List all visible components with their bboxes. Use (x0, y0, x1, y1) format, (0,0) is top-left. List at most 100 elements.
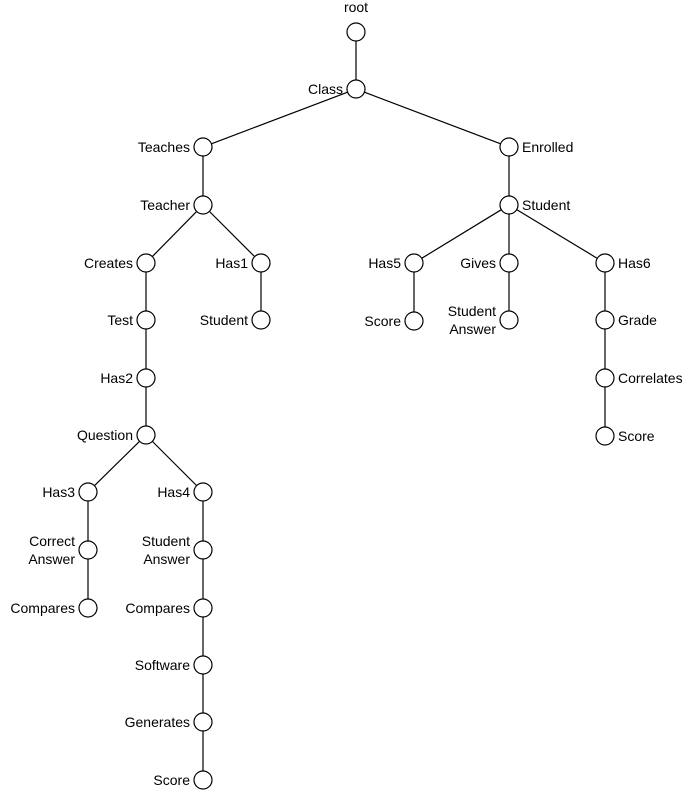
node-student_has1: Student (200, 310, 271, 330)
edges (87, 41, 606, 771)
node-label: Enrolled (522, 139, 573, 155)
node-circle (595, 310, 615, 330)
node-circle (193, 195, 213, 215)
node-label: Software (135, 657, 190, 673)
node-teaches: Teaches (138, 137, 213, 157)
node-circle (193, 482, 213, 502)
node-label: Has2 (100, 370, 133, 386)
node-circle (251, 253, 271, 273)
node-label: Question (77, 427, 133, 443)
node-compares_mid: Compares (125, 598, 213, 618)
node-label: root (344, 0, 368, 15)
node-label: Test (107, 312, 133, 328)
node-label: Has1 (215, 255, 248, 271)
node-label: Score (618, 428, 655, 444)
node-label: Has5 (368, 255, 401, 271)
node-creates: Creates (84, 253, 156, 273)
edge-student_top-to-has6 (516, 209, 598, 259)
node-class: Class (308, 79, 366, 99)
node-circle (193, 770, 213, 790)
node-gives: Gives (460, 253, 519, 273)
node-score_right: Score (595, 426, 655, 446)
node-score_bottom: Score (153, 770, 213, 790)
node-compares_left: Compares (10, 598, 98, 618)
node-enrolled: Enrolled (499, 137, 573, 157)
node-label: Correct (29, 533, 75, 549)
node-circle (404, 253, 424, 273)
node-grade: Grade (595, 310, 657, 330)
node-teacher: Teacher (140, 195, 213, 215)
node-label: Score (364, 313, 401, 329)
node-circle (595, 368, 615, 388)
node-circle (193, 712, 213, 732)
node-label: Student (142, 533, 190, 549)
edge-student_top-to-has5 (421, 209, 502, 259)
node-circle (499, 253, 519, 273)
node-has5: Has5 (368, 253, 424, 273)
edge-teacher-to-creates (151, 210, 198, 258)
node-circle (346, 22, 366, 42)
edge-class-to-enrolled (364, 91, 501, 145)
node-has2: Has2 (100, 368, 156, 388)
node-label: Generates (125, 714, 190, 730)
node-label: Answer (28, 551, 75, 567)
node-label: Student (200, 312, 248, 328)
node-label: Teacher (140, 197, 190, 213)
node-label: Student (448, 303, 496, 319)
node-label: Correlates (618, 370, 683, 386)
edge-question-to-has4 (151, 440, 198, 487)
node-circle (78, 540, 98, 560)
node-circle (136, 425, 156, 445)
node-label: Has3 (42, 484, 75, 500)
node-label: Answer (449, 321, 496, 337)
node-label: Score (153, 772, 190, 788)
node-label: Teaches (138, 139, 190, 155)
node-circle (404, 311, 424, 331)
node-circle (499, 137, 519, 157)
node-circle (193, 655, 213, 675)
node-software: Software (135, 655, 213, 675)
edge-question-to-has3 (93, 440, 141, 487)
node-circle (136, 310, 156, 330)
node-correlates: Correlates (595, 368, 683, 388)
node-circle (595, 253, 615, 273)
node-label: Has6 (618, 255, 651, 271)
node-circle (251, 310, 271, 330)
edge-teacher-to-has1 (208, 210, 256, 258)
node-circle (193, 540, 213, 560)
node-circle (346, 79, 366, 99)
node-question: Question (77, 425, 156, 445)
node-circle (136, 368, 156, 388)
edge-class-to-teaches (211, 91, 348, 145)
node-circle (78, 598, 98, 618)
node-label: Compares (125, 600, 190, 616)
node-circle (499, 195, 519, 215)
node-circle (78, 482, 98, 502)
node-score_has5: Score (364, 311, 424, 331)
node-label: Compares (10, 600, 75, 616)
node-has6: Has6 (595, 253, 651, 273)
node-circle (499, 310, 519, 330)
node-label: Gives (460, 255, 496, 271)
node-has4: Has4 (157, 482, 213, 502)
node-circle (136, 253, 156, 273)
node-circle (193, 598, 213, 618)
node-root: root (344, 0, 368, 42)
node-label: Class (308, 81, 343, 97)
node-test: Test (107, 310, 156, 330)
node-label: Creates (84, 255, 133, 271)
node-student_top: Student (499, 195, 570, 215)
node-label: Grade (618, 312, 657, 328)
node-circle (595, 426, 615, 446)
node-circle (193, 137, 213, 157)
node-label: Answer (143, 551, 190, 567)
node-label: Student (522, 197, 570, 213)
node-generates: Generates (125, 712, 213, 732)
node-has1: Has1 (215, 253, 271, 273)
node-label: Has4 (157, 484, 190, 500)
